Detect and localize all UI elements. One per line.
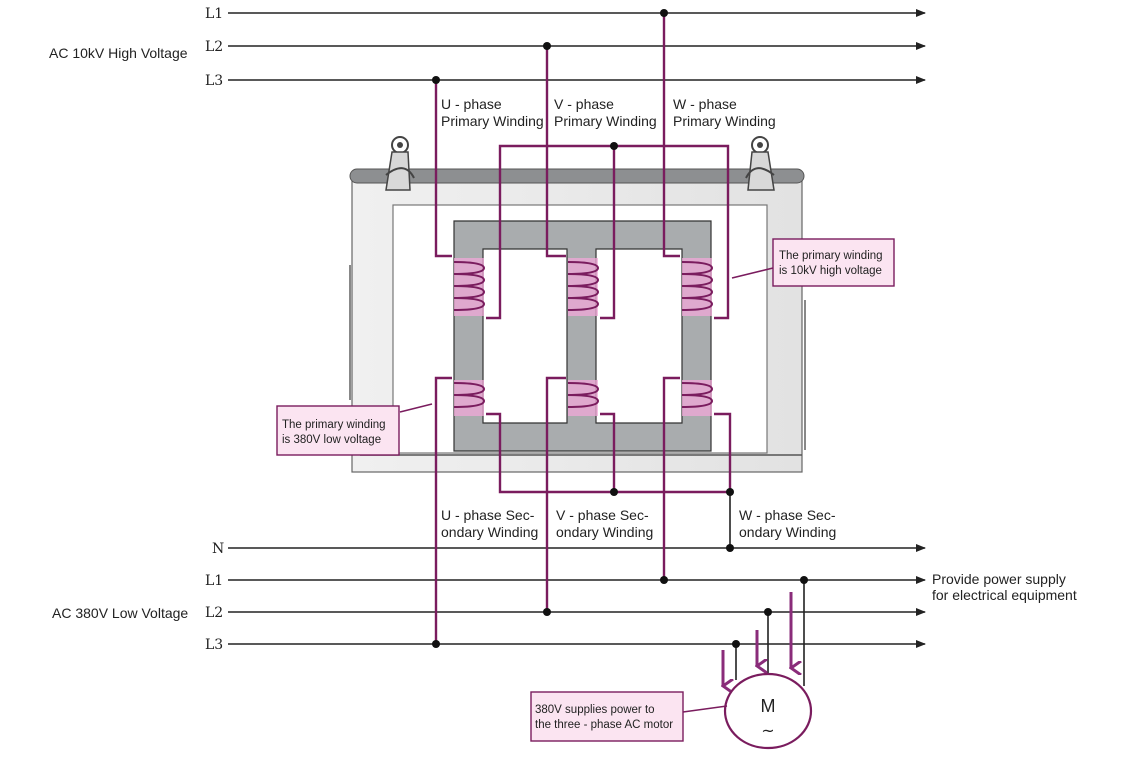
- lv-l3-label: L3: [205, 637, 223, 653]
- lv-bus-lines: [228, 544, 926, 648]
- motor-arrows: [723, 592, 791, 686]
- v-secondary-label-1: V - phase Sec-: [556, 507, 649, 523]
- coil-w-primary: [681, 258, 714, 316]
- coil-u-primary: [453, 258, 486, 316]
- u-primary-label-1: U - phase: [441, 96, 502, 112]
- lifting-lug-right-icon: [745, 136, 775, 191]
- hv-bus-lines: [228, 9, 926, 84]
- callout-primary-low: The primary winding is 380V low voltage: [276, 405, 400, 456]
- secondary-connections: [399, 376, 732, 644]
- motor-connections: [735, 580, 805, 686]
- v-secondary-label-2: ondary Winding: [556, 524, 653, 540]
- lv-n-label: N: [212, 541, 224, 557]
- lifting-lug-left-icon: [385, 136, 415, 191]
- output-note-line1: Provide power supply: [932, 571, 1066, 587]
- callout-primary-high: The primary winding is 10kV high voltage: [772, 238, 895, 287]
- lv-title: AC 380V Low Voltage: [52, 605, 188, 621]
- u-primary-label-2: Primary Winding: [441, 113, 544, 129]
- coil-w-secondary: [681, 380, 714, 416]
- callout-primary-high-line1: The primary winding: [779, 250, 883, 262]
- callout-motor-supply: 380V supplies power to the three - phase…: [530, 691, 728, 742]
- w-secondary-label-2: ondary Winding: [739, 524, 836, 540]
- coil-u-secondary: [453, 380, 486, 416]
- v-primary-label-1: V - phase: [554, 96, 614, 112]
- hv-l3-label: L3: [205, 73, 223, 89]
- callout-primary-low-line1: The primary winding: [282, 419, 386, 431]
- bus-labels: AC 10kV High Voltage L1 L2 L3 AC 380V Lo…: [49, 6, 224, 653]
- motor-tilde: ~: [761, 721, 774, 740]
- coil-v-secondary: [567, 380, 600, 416]
- w-primary-label-1: W - phase: [673, 96, 737, 112]
- w-secondary-label-1: W - phase Sec-: [739, 507, 836, 523]
- coil-v-primary: [567, 258, 600, 316]
- motor-symbol: M: [761, 696, 776, 716]
- u-secondary-label-2: ondary Winding: [441, 524, 538, 540]
- callout-motor-supply-line2: the three - phase AC motor: [535, 719, 673, 731]
- winding-labels: U - phase Primary Winding V - phase Prim…: [441, 96, 836, 540]
- callout-motor-supply-line1: 380V supplies power to: [535, 704, 655, 716]
- transformer-core: [453, 220, 712, 452]
- u-secondary-label-1: U - phase Sec-: [441, 507, 535, 523]
- junction-dots: [432, 9, 808, 648]
- output-note-line2: for electrical equipment: [932, 587, 1077, 603]
- hv-title: AC 10kV High Voltage: [49, 45, 188, 61]
- callout-primary-high-line2: is 10kV high voltage: [779, 265, 882, 277]
- hv-l1-label: L1: [205, 6, 223, 22]
- lv-l2-label: L2: [205, 605, 223, 621]
- w-primary-label-2: Primary Winding: [673, 113, 776, 129]
- output-note: Provide power supply for electrical equi…: [932, 571, 1077, 603]
- hv-l2-label: L2: [205, 39, 223, 55]
- lv-l1-label: L1: [205, 573, 223, 589]
- three-phase-motor: M ~: [723, 672, 813, 750]
- v-primary-label-2: Primary Winding: [554, 113, 657, 129]
- callout-primary-low-line2: is 380V low voltage: [282, 434, 381, 446]
